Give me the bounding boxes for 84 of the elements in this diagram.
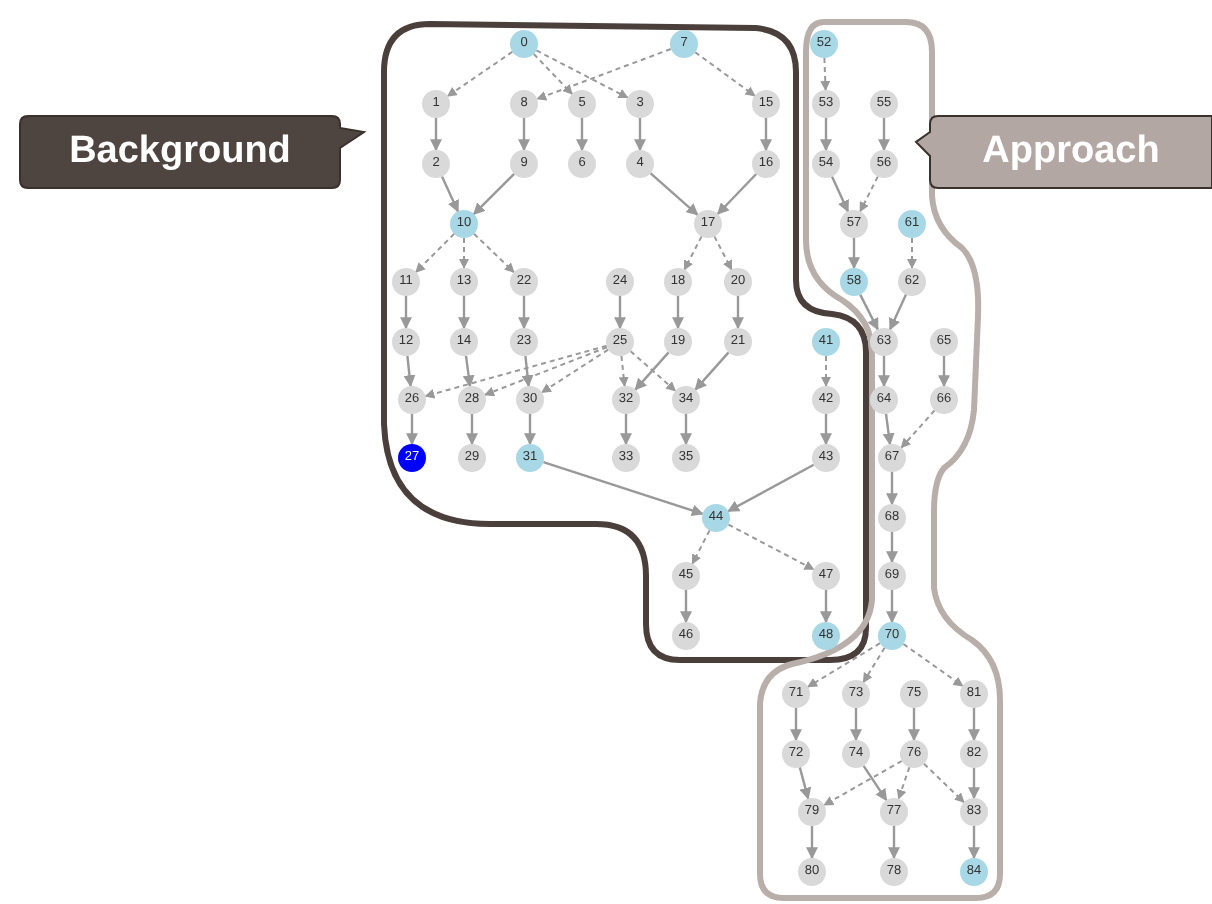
arrow	[732, 296, 744, 330]
arrow	[878, 118, 890, 152]
arrow	[968, 826, 980, 860]
arrow	[886, 532, 898, 564]
arrow	[576, 118, 588, 152]
arrow	[850, 708, 862, 742]
arrow	[716, 173, 758, 215]
arrow	[907, 237, 917, 269]
arrow	[820, 118, 832, 152]
arrow	[634, 118, 646, 152]
arrow	[618, 355, 629, 387]
arrow	[430, 118, 442, 152]
arrow	[848, 238, 860, 270]
arrow	[472, 172, 516, 216]
arrow	[536, 48, 672, 101]
arrow	[680, 590, 692, 624]
arrow	[524, 414, 536, 446]
arrow	[886, 590, 898, 624]
arrow	[680, 414, 692, 446]
callout-box	[20, 116, 364, 188]
arrow	[629, 350, 677, 392]
arrow	[859, 294, 879, 331]
arrow	[727, 463, 815, 513]
arrow	[760, 118, 772, 152]
arrow	[896, 766, 911, 800]
arrow	[859, 175, 879, 213]
arrow	[923, 762, 965, 804]
arrow	[938, 356, 950, 388]
arrow	[620, 414, 632, 446]
arrow	[790, 708, 802, 742]
arrow	[614, 296, 626, 330]
callout-box	[916, 116, 1212, 188]
arrow	[821, 355, 831, 387]
arrow	[473, 232, 515, 274]
arrow	[691, 529, 711, 565]
arrow	[820, 414, 832, 446]
arrow	[806, 826, 818, 860]
arrow	[634, 351, 670, 391]
arrow	[694, 351, 730, 391]
arrow	[888, 294, 908, 331]
arrow	[908, 708, 920, 742]
arrow	[424, 344, 608, 399]
arrow	[820, 57, 831, 91]
arrow	[403, 355, 416, 388]
arrow	[900, 409, 936, 449]
arrow	[878, 356, 890, 388]
arrow	[888, 826, 900, 860]
arrow	[649, 172, 699, 216]
arrow	[400, 296, 412, 330]
arrow	[540, 348, 610, 394]
arrow	[683, 235, 703, 271]
arrow	[440, 176, 460, 213]
arrow	[446, 50, 514, 98]
arrow	[882, 413, 895, 446]
arrow	[459, 237, 469, 269]
arrow	[406, 414, 418, 446]
arrow	[807, 642, 881, 688]
arrow	[518, 118, 530, 152]
arrow	[458, 296, 470, 330]
arrow	[798, 767, 812, 800]
arrow	[886, 472, 898, 506]
arrow	[713, 235, 733, 271]
arrow	[902, 643, 964, 687]
arrow	[672, 296, 684, 330]
arrow	[968, 768, 980, 800]
arrow	[532, 53, 574, 95]
arrow	[694, 51, 756, 97]
arrow	[521, 355, 534, 388]
arrow	[968, 708, 980, 742]
callout-title: Background	[67, 128, 293, 176]
arrow	[727, 523, 815, 571]
arrow	[535, 49, 629, 99]
arrow	[462, 355, 475, 388]
arrow	[466, 414, 478, 446]
arrow	[484, 346, 608, 397]
arrow	[830, 176, 850, 213]
arrow	[414, 232, 456, 274]
arrow	[862, 765, 888, 802]
arrow	[543, 461, 704, 517]
arrow	[823, 760, 903, 806]
callout-title: Approach	[980, 128, 1162, 176]
arrow	[820, 590, 832, 624]
arrow	[518, 296, 530, 330]
arrow	[862, 646, 886, 684]
